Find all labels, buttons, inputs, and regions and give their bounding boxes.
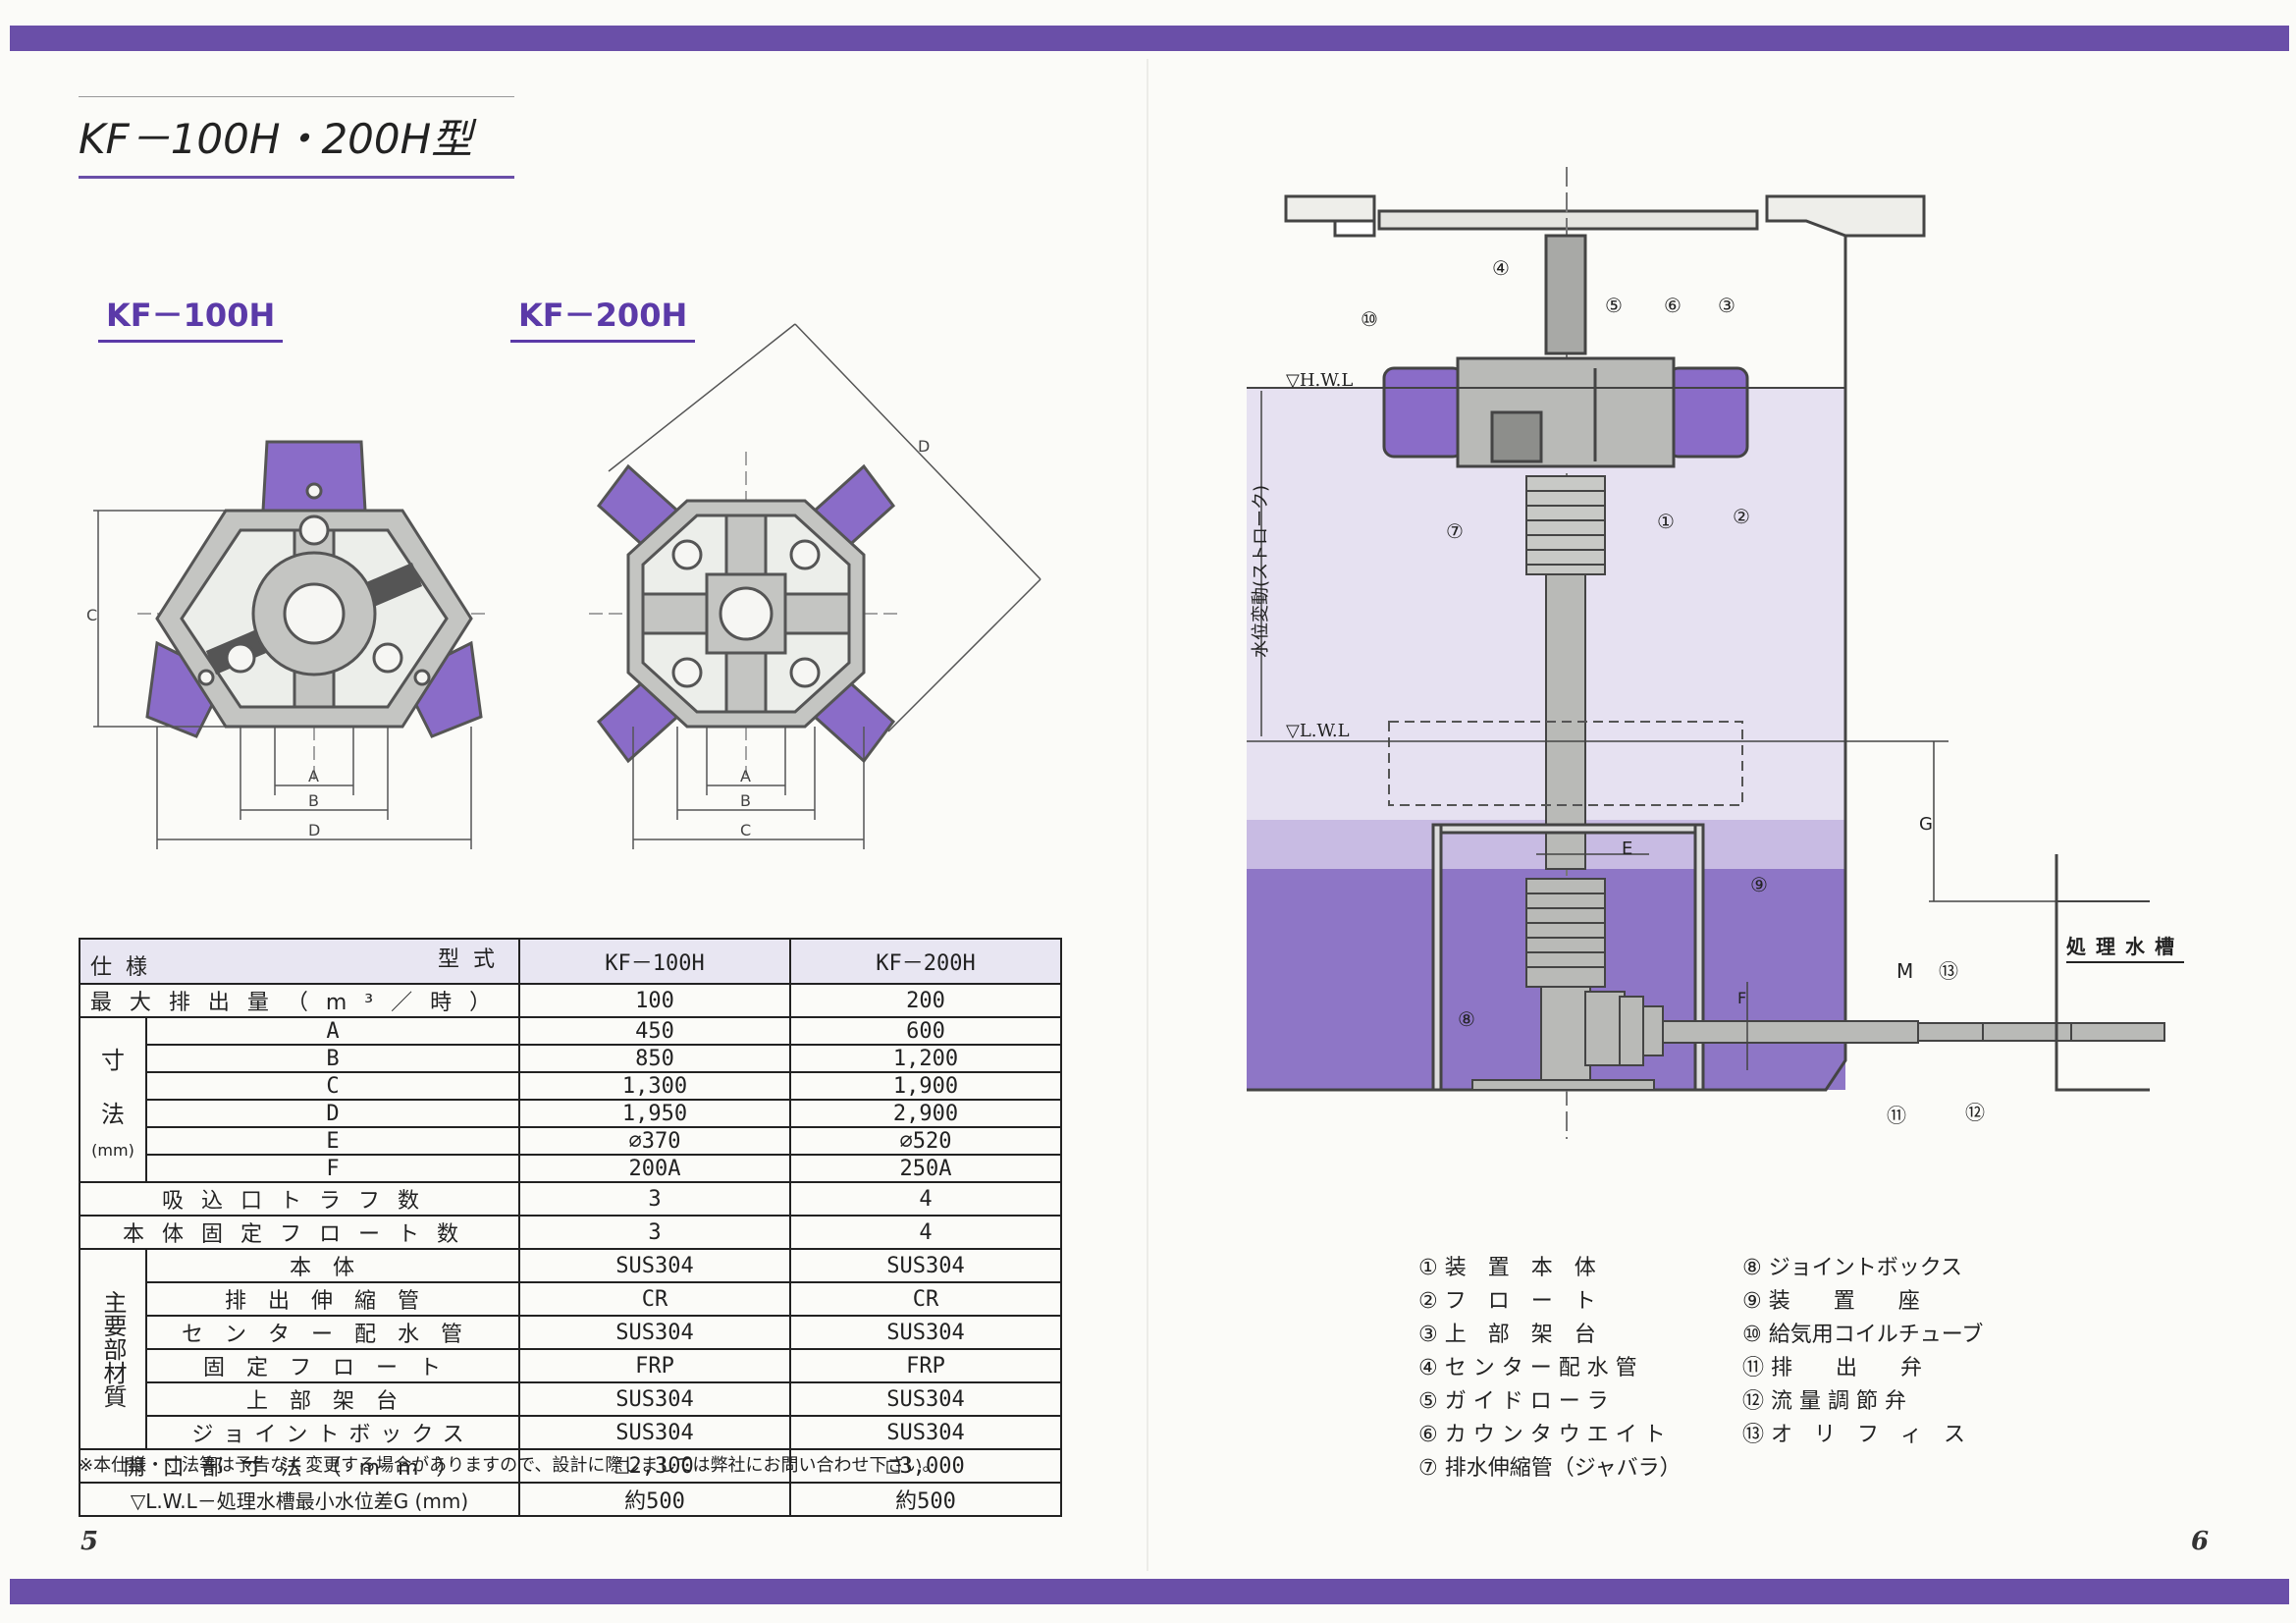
top-band [10, 26, 2289, 51]
table-row: 上部架台 SUS304 SUS304 [80, 1381, 1062, 1417]
joint-box [1471, 986, 2165, 1091]
section-view-drawing: ▽H.W.L ▽L.W.L 水位変動(ストローク) E F G ① ② ③ ④ … [1247, 167, 2165, 1139]
callout-13: ⑬ [1939, 959, 1958, 983]
device-seat [1431, 823, 1705, 1092]
table-header-row: 型式 仕様 KF－100H KF－200H [79, 938, 1062, 985]
dim-g-label: G [1919, 814, 1933, 835]
callout-10: ⑩ [1361, 307, 1378, 331]
table-row: ▽L.W.L－処理水槽最小水位差G (mm) 約500 約500 [79, 1482, 1062, 1517]
treated-water-tank [2055, 854, 2150, 1092]
table-row: ジョイントボックス SUS304 SUS304 [80, 1415, 1062, 1450]
page-number-right: 6 [2191, 1527, 2210, 1556]
table-row: D 1,950 2,900 [80, 1099, 1062, 1128]
table-row: F 200A 250A [80, 1154, 1062, 1183]
callout-12: ⑫ [1965, 1101, 1985, 1124]
lwl-label: ▽L.W.L [1286, 721, 1350, 741]
callout-6: ⑥ [1664, 294, 1682, 317]
legend-item: ⑨ 装 置 座 [1742, 1289, 1920, 1314]
table-row: 寸 法(mm) A 450 600 [79, 1016, 1062, 1183]
header-model2: KF－200H [789, 938, 1062, 985]
bellows-upper [1525, 475, 1606, 575]
dim-d-left: D [308, 821, 320, 839]
callout-9: ⑨ [1750, 873, 1768, 896]
dim-f-label: F [1737, 989, 1746, 1007]
kf100h-plan [137, 440, 491, 785]
table-row: 吸込口トラフ数 3 4 [79, 1181, 1062, 1217]
treated-tank-label: 処理水槽 [2066, 931, 2184, 963]
legend-item: ⑪ 排 出 弁 [1742, 1356, 1922, 1380]
kf200h-dimensions [608, 323, 1041, 849]
callout-3: ③ [1718, 294, 1735, 317]
table-row: 主要部材質 本体 SUS304 SUS304 [79, 1248, 1062, 1450]
hwl-label: ▽H.W.L [1286, 370, 1353, 391]
page-number-left: 5 [80, 1527, 99, 1556]
legend-item: ⑦ 排水伸縮管（ジャバラ） [1418, 1456, 1682, 1481]
legend-item: ③ 上 部 架 台 [1418, 1323, 1596, 1347]
dim-group-label: 寸 法(mm) [79, 1016, 147, 1183]
stroke-label: 水位変動(ストローク) [1251, 485, 1271, 658]
table-row: 本体固定フロート数 3 4 [79, 1215, 1062, 1250]
legend-item: ② フ ロ ー ト [1418, 1289, 1596, 1314]
float-left-section [1382, 366, 1465, 459]
callout-7: ⑦ [1446, 519, 1464, 543]
legend-item: ④ セ ン タ ー 配 水 管 [1418, 1356, 1637, 1380]
legend-item: ⑧ ジョイントボックス [1742, 1256, 1963, 1280]
footnote: ※本仕様・寸法等は予告なく変更する場合がありますので、設計に際しましては弊社にお… [79, 1455, 940, 1476]
dim-d-right: D [918, 437, 930, 456]
bottom-band [10, 1579, 2289, 1604]
callout-8: ⑧ [1458, 1007, 1475, 1031]
header-spec: 仕様 [90, 955, 162, 980]
dim-a-left: A [308, 767, 319, 785]
model-label-200h: KF－200H [510, 291, 696, 343]
spec-table: 型式 仕様 KF－100H KF－200H 最大排出量（m³／時） 100 20… [79, 938, 1062, 1517]
callout-11: ⑪ [1887, 1104, 1906, 1127]
callout-4: ④ [1492, 256, 1510, 280]
table-row: 最大排出量（m³／時） 100 200 [79, 983, 1062, 1018]
page-fold [1147, 59, 1148, 1571]
dim-e-label: E [1622, 839, 1632, 859]
table-row: 排出伸縮管 CR CR [80, 1281, 1062, 1317]
callout-1: ① [1657, 510, 1675, 533]
table-row: B 850 1,200 [80, 1044, 1062, 1073]
dim-a-right: A [740, 767, 751, 785]
legend-right: ⑧ ジョイントボックス ⑨ 装 置 座 ⑩ 給気用コイルチューブ ⑪ 排 出 弁… [1742, 1252, 1983, 1452]
motor-marker: M [1896, 959, 1913, 983]
dim-b-left: B [308, 791, 319, 810]
legend-item: ⑬ オ リ フ ィ ス [1742, 1423, 1965, 1447]
dim-c-left: C [86, 606, 97, 624]
legend-item: ⑥ カ ウ ン タ ウ エ イ ト [1418, 1423, 1666, 1447]
legend-item: ⑩ 給気用コイルチューブ [1742, 1323, 1984, 1347]
header-type: 型式 [437, 947, 508, 972]
kf100h-dimensions [93, 510, 472, 849]
float-right-section [1667, 366, 1749, 459]
legend-left: ① 装 置 本 体 ② フ ロ ー ト ③ 上 部 架 台 ④ セ ン タ ー … [1418, 1252, 1682, 1486]
model-label-100h: KF－100H [98, 291, 284, 343]
material-group-label: 主要部材質 [79, 1248, 147, 1450]
callout-2: ② [1733, 505, 1750, 528]
plan-view-drawings: C A B D A B C D [86, 323, 1041, 849]
callout-5: ⑤ [1605, 294, 1623, 317]
kf200h-plan [589, 452, 903, 776]
legend-item: ⑤ ガ イ ド ロ ー ラ [1418, 1389, 1609, 1414]
dim-b-right: B [740, 791, 751, 810]
table-row: E ∅370 ∅520 [80, 1126, 1062, 1156]
header-model1: KF－100H [518, 938, 791, 985]
bellows-lower [1525, 878, 1606, 988]
legend-item: ① 装 置 本 体 [1418, 1256, 1596, 1280]
legend-item: ⑫ 流 量 調 節 弁 [1742, 1389, 1906, 1414]
table-row: C 1,300 1,900 [80, 1071, 1062, 1101]
table-row: 開口部寸法（mm） □2,300 □3,000 [79, 1448, 1062, 1484]
dim-c-right: C [740, 821, 751, 839]
table-row: 固定フロート FRP FRP [80, 1348, 1062, 1383]
table-row: センター配水管 SUS304 SUS304 [80, 1315, 1062, 1350]
device-body [1382, 234, 1749, 468]
page-title: KF－100H・200H型 [79, 96, 514, 179]
